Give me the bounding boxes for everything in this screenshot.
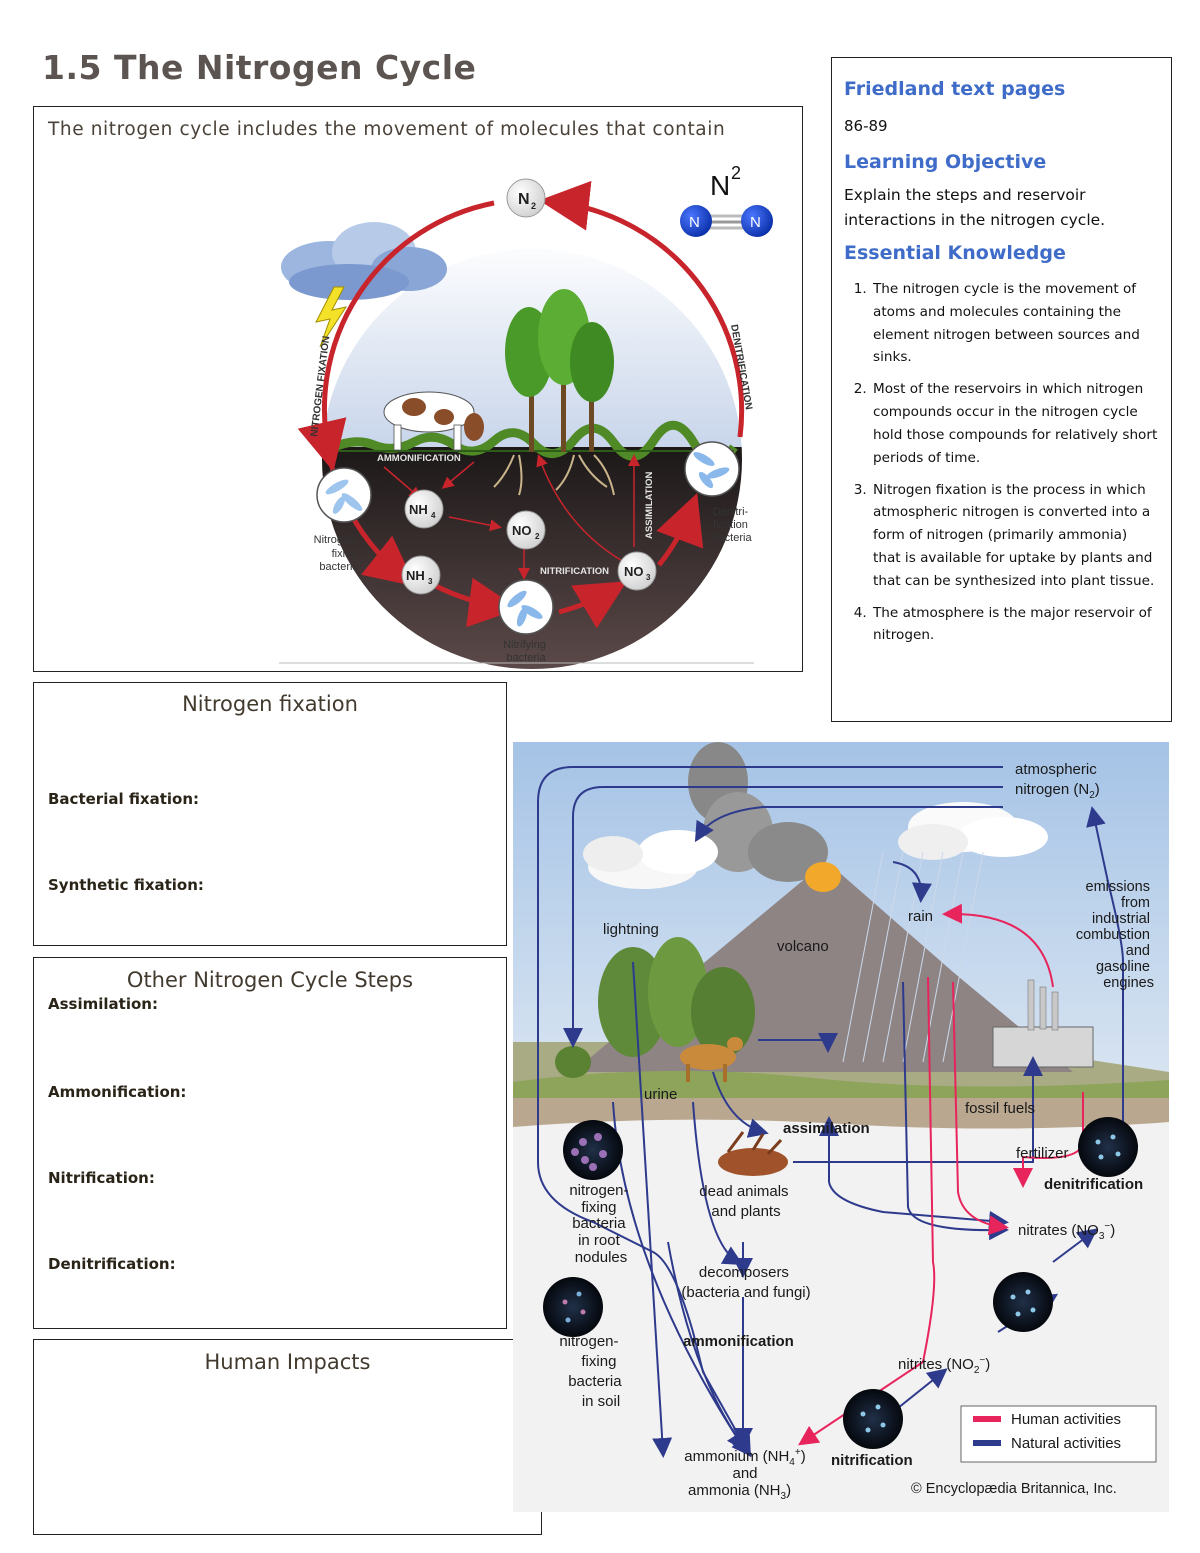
objectives-sidebar: Friedland text pages 86-89 Learning Obje… [831, 57, 1172, 722]
text-pages-heading: Friedland text pages [844, 78, 1066, 100]
node-no2: NO 2 [506, 510, 546, 550]
knowledge-item: Nitrogen fixation is the process in whic… [871, 479, 1159, 593]
label-nitrogen-fixing-bacteria: Nitrogen fixing bacteria [314, 534, 361, 573]
credit: © Encyclopædia Britannica, Inc. [911, 1481, 1117, 1497]
objective-text: Explain the steps and reservoir interact… [844, 185, 1106, 230]
svg-text:NO: NO [624, 564, 644, 579]
svg-text:NH: NH [406, 568, 425, 583]
svg-text:N: N [750, 214, 761, 231]
svg-text:3: 3 [646, 573, 651, 582]
svg-text:N: N [689, 214, 700, 231]
label-ammonia: ammonia (NH3) [688, 1482, 791, 1502]
node-nh3: NH 3 [401, 555, 441, 595]
label-emissions: emissions from industrial combustion and… [1076, 879, 1154, 991]
label-decomposers: decomposers (bacteria and fungi) [681, 1264, 810, 1301]
root-nodule-bacteria-icon [563, 1120, 623, 1180]
lightning-icon [315, 286, 348, 348]
label-urine: urine [644, 1086, 677, 1103]
label-atmospheric: atmospheric [1015, 761, 1097, 778]
label-nitrites: nitrites (NO2−) [898, 1355, 990, 1376]
label-ammonium: ammonium (NH4+) [684, 1447, 805, 1468]
denitrification-label: Denitrification: [48, 1255, 176, 1273]
label-nitrogen-n2: nitrogen (N2) [1015, 781, 1100, 801]
label-ammonification: ammonification [683, 1333, 794, 1350]
ammonification-label: Ammonification: [48, 1083, 187, 1101]
label-soil-bacteria: nitrogen- fixing bacteria in soil [559, 1333, 625, 1410]
legend-human-label: Human activities [1011, 1411, 1121, 1428]
svg-text:2: 2 [731, 163, 741, 183]
nitrogen-cycle-diagram: NITROGEN FIXATION DENITRIFICATION AMMONI… [279, 163, 773, 669]
svg-text:N: N [518, 191, 530, 208]
other-steps-panel: Other Nitrogen Cycle Steps Assimilation:… [33, 957, 507, 1329]
knowledge-list: The nitrogen cycle is the movement of at… [844, 278, 1159, 647]
svg-text:3: 3 [428, 577, 433, 586]
label-nitrifying-bacteria: Nitrifying bacteria [503, 639, 549, 664]
label-nitrates: nitrates (NO3−) [1018, 1221, 1115, 1242]
page-title: 1.5 The Nitrogen Cycle [42, 48, 477, 87]
nitrification-label: Nitrification: [48, 1169, 155, 1187]
label-fertilizer: fertilizer [1016, 1145, 1069, 1162]
soil-bacteria-icon [543, 1277, 603, 1337]
n2-molecule-icon: N 2 N N [680, 163, 773, 237]
trees-icon [505, 289, 614, 452]
label-volcano: volcano [777, 938, 829, 955]
nitrogen-fixation-panel: Nitrogen fixation Bacterial fixation: Sy… [33, 682, 507, 946]
bacterial-fixation-label: Bacterial fixation: [48, 790, 200, 808]
text-pages: 86-89 [844, 117, 888, 135]
label-root-bacteria: nitrogen- fixing bacteria in root nodule… [569, 1182, 632, 1266]
cloud-icon [898, 802, 1048, 860]
label-lightning: lightning [603, 921, 659, 938]
assimilation-label: Assimilation: [48, 995, 158, 1013]
label-nitrification: NITRIFICATION [540, 566, 609, 577]
denitrifying-bacteria-icon [684, 441, 740, 497]
label-and: and [732, 1465, 757, 1482]
legend-natural-label: Natural activities [1011, 1435, 1121, 1452]
dead-matter-icon [718, 1131, 788, 1176]
cycle-diagram-box: The nitrogen cycle includes the movement… [33, 106, 803, 672]
label-fossil-fuels: fossil fuels [965, 1100, 1035, 1117]
label-assimilation: assimilation [783, 1120, 870, 1137]
label-ammonification: AMMONIFICATION [377, 453, 461, 464]
svg-text:2: 2 [535, 532, 540, 541]
human-impacts-panel: Human Impacts [33, 1339, 542, 1535]
denitrifying-bacteria-icon [1078, 1117, 1138, 1177]
legend-natural-swatch [973, 1440, 1001, 1446]
nitrite-bacteria-icon [993, 1272, 1053, 1332]
knowledge-item: The atmosphere is the major reservoir of… [871, 602, 1159, 648]
nitrification-bacteria-icon [843, 1389, 903, 1449]
factory-icon [992, 979, 1094, 1068]
label-denitrifying-bacteria: Denitri- fication bacteria [712, 506, 752, 544]
label-nitrification: nitrification [831, 1452, 913, 1469]
knowledge-heading: Essential Knowledge [844, 241, 1066, 264]
nitrogen-fixing-bacteria-icon [316, 467, 372, 523]
label-rain: rain [908, 908, 933, 925]
cow-icon [383, 391, 484, 451]
svg-text:N: N [710, 170, 730, 201]
panel-title: Other Nitrogen Cycle Steps [126, 968, 414, 992]
panel-title: Nitrogen fixation [182, 692, 358, 716]
label-assimilation: ASSIMILATION [644, 471, 655, 539]
cloud-icon [281, 222, 447, 300]
node-no3: NO 3 [617, 551, 657, 591]
legend-human-swatch [973, 1416, 1001, 1422]
panel-title: Human Impacts [204, 1350, 371, 1374]
svg-text:4: 4 [431, 511, 436, 520]
britannica-nitrogen-diagram: atmospheric nitrogen (N2) emissions from… [513, 742, 1169, 1512]
trees-icon [555, 937, 755, 1078]
svg-text:NH: NH [409, 502, 428, 517]
nitrifying-bacteria-icon [498, 579, 554, 635]
legend: Human activities Natural activities [960, 1405, 1157, 1463]
knowledge-item: The nitrogen cycle is the movement of at… [871, 278, 1159, 369]
svg-text:2: 2 [531, 201, 536, 211]
label-dead-matter: dead animals and plants [699, 1183, 792, 1220]
node-n2: N 2 [506, 178, 546, 218]
objective-heading: Learning Objective [844, 150, 1047, 173]
synthetic-fixation-label: Synthetic fixation: [48, 876, 204, 894]
knowledge-item: Most of the reservoirs in which nitrogen… [871, 378, 1159, 469]
node-nh4: NH 4 [404, 489, 444, 529]
svg-text:NO: NO [512, 523, 532, 538]
intro-text: The nitrogen cycle includes the movement… [48, 119, 726, 140]
goat-icon [680, 1037, 743, 1082]
label-denitrification: denitrification [1044, 1176, 1143, 1193]
